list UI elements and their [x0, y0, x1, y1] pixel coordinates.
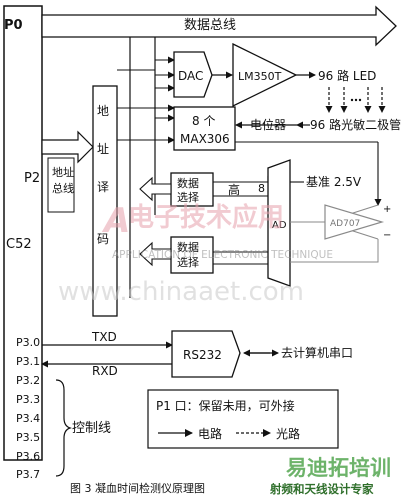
corner-logo: 易迪拓培训 射频和天线设计专家: [269, 456, 391, 496]
control-line-label: 控制线: [72, 421, 111, 436]
rxd-label: RXD: [92, 364, 118, 378]
rs232-block: [171, 330, 241, 378]
legend-circuit-label: 电路: [198, 426, 222, 441]
pin-p3-4: P3.4: [16, 412, 40, 425]
pin-p3-7: P3.7: [16, 468, 40, 481]
adc-block: [267, 159, 291, 287]
mcu-c52-label: C52: [6, 237, 32, 252]
high-bits-label: 高: [228, 182, 240, 197]
corner-logo-main: 易迪拓培训: [286, 456, 391, 480]
address-bus-box: [47, 157, 75, 213]
dac-label: DAC: [178, 69, 203, 83]
data-bus-label: 数据总线: [184, 18, 236, 33]
legend-optical-label: 光路: [276, 426, 300, 441]
rs232-label: RS232: [183, 348, 222, 362]
address-bus-label-2: 总线: [52, 181, 74, 195]
pin-p3-2: P3.2: [16, 374, 40, 387]
legend-box: [147, 389, 339, 449]
adc-label: AD: [272, 220, 287, 231]
data-select-box-2: [170, 236, 214, 274]
watermark-brand: 电子技术应用: [128, 202, 284, 233]
lm350t-label: LM350T: [238, 70, 282, 83]
max306-block: [173, 106, 236, 151]
data-select-1-line1: 数据: [177, 176, 199, 190]
pin-p3-1: P3.1: [16, 355, 40, 368]
control-line-brace: [55, 379, 72, 477]
watermark-url: www.chinaaet.com: [58, 277, 304, 307]
data-select-2-line2: 选择: [177, 255, 199, 269]
pin-p3-5: P3.5: [16, 431, 40, 444]
corner-logo-sub: 射频和天线设计专家: [269, 482, 374, 496]
port-p2-label: P2: [24, 171, 40, 186]
watermark-overlay: A 电子技术应用 APPLICATION OF ELECTRONIC TECHN…: [58, 201, 333, 307]
photodiode-label: 96 路光敏二极管: [310, 117, 401, 132]
pc-serial-label: 去计算机串口: [281, 345, 353, 360]
mcu-block: [3, 5, 43, 461]
decoder-char-1: 地: [97, 104, 109, 118]
dac-block: [173, 51, 213, 98]
ad707-label: AD707: [330, 219, 360, 229]
figure-caption: 图 3 凝血时间检测仪原理图: [70, 481, 205, 495]
reference-label: 基准 2.5V: [306, 175, 362, 189]
select2-return-arrow: [139, 241, 172, 267]
max306-label-2: MAX306: [180, 132, 230, 146]
pin-p3-6: P3.6: [16, 450, 40, 463]
decoder-char-2: 址: [97, 142, 109, 156]
legend-p1-note: P1 口：保留未用，可外接: [156, 398, 295, 413]
data-select-1-line2: 选择: [177, 190, 199, 204]
bit-width-label: 8: [258, 182, 265, 195]
watermark-tagline: APPLICATION OF ELECTRONIC TECHNIQUE: [112, 249, 333, 261]
address-decoder: [92, 85, 118, 317]
port-p0-label: P0: [4, 18, 23, 33]
decoder-char-4: 码: [97, 232, 109, 246]
lm350t-amplifier: [232, 42, 298, 108]
address-bus-arrow: [41, 130, 94, 164]
address-bus-label-1: 地址: [52, 165, 74, 179]
pin-p3-0: P3.0: [16, 336, 40, 349]
pin-p3-3: P3.3: [16, 393, 40, 406]
data-bus-arrow: [41, 5, 397, 47]
data-select-2-line1: 数据: [177, 240, 199, 254]
opamp-plus-sign: +: [383, 204, 391, 215]
max306-label-1: 8 个: [192, 114, 215, 128]
potentiometer-label: 电位器: [250, 117, 286, 132]
txd-label: TXD: [91, 330, 117, 344]
decoder-char-3: 译: [97, 180, 109, 194]
select1-return-arrow: [139, 176, 172, 202]
led-label: 96 路 LED: [318, 68, 376, 83]
watermark-letter: A: [101, 201, 130, 241]
opamp-minus-sign: −: [383, 230, 391, 241]
